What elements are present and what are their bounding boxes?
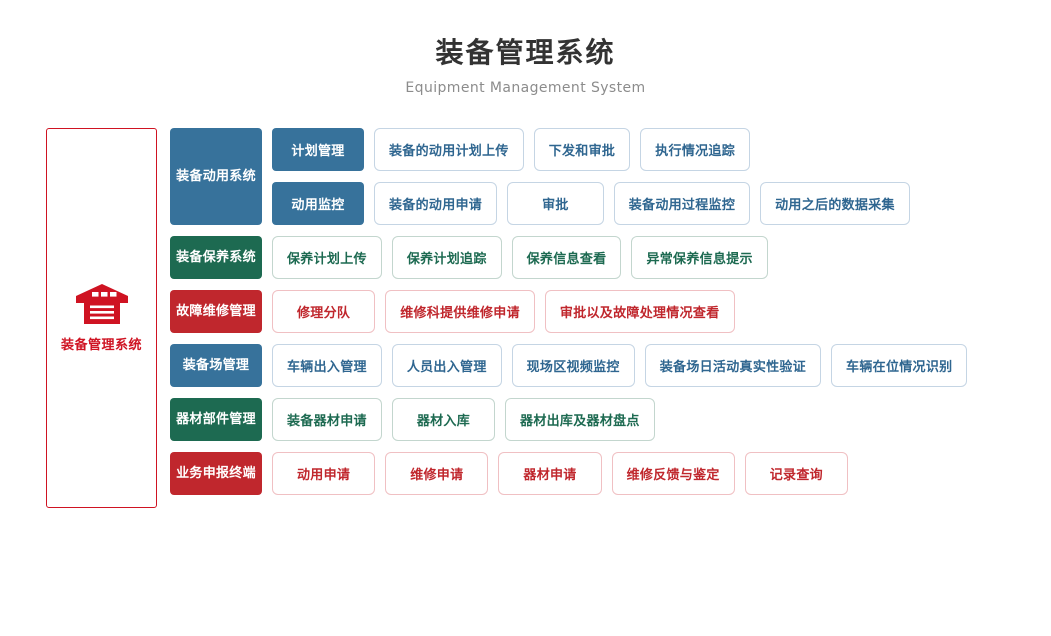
feature-card[interactable]: 器材入库: [391, 398, 496, 441]
card-group: 修理分队 维修科提供维修申请 审批以及故障处理情况查看: [262, 290, 735, 333]
subrow-group: 计划管理 装备的动用计划上传 下发和审批 执行情况追踪 动用监控 装备的动用申请…: [262, 128, 910, 225]
card-group: 装备的动用计划上传 下发和审批 执行情况追踪: [364, 128, 751, 171]
warehouse-icon: [75, 283, 129, 325]
row-service-terminal: 业务申报终端 动用申请 维修申请 器材申请 维修反馈与鉴定 记录查询: [170, 452, 1050, 495]
feature-card[interactable]: 审批以及故障处理情况查看: [544, 290, 735, 333]
feature-card[interactable]: 器材出库及器材盘点: [505, 398, 655, 441]
feature-card[interactable]: 车辆在位情况识别: [831, 344, 968, 387]
category-block[interactable]: 装备动用系统: [170, 128, 262, 225]
feature-card[interactable]: 维修申请: [385, 452, 489, 495]
category-block[interactable]: 装备保养系统: [170, 236, 262, 279]
feature-card[interactable]: 装备的动用计划上传: [374, 128, 524, 171]
feature-card[interactable]: 保养计划追踪: [391, 236, 502, 279]
feature-card[interactable]: 动用申请: [272, 452, 376, 495]
card-group: 装备器材申请 器材入库 器材出库及器材盘点: [262, 398, 655, 441]
subrow: 动用监控 装备的动用申请 审批 装备动用过程监控 动用之后的数据采集: [262, 182, 910, 225]
hero-panel: 装备管理系统: [46, 128, 157, 508]
feature-card[interactable]: 人员出入管理: [391, 344, 502, 387]
feature-card[interactable]: 保养计划上传: [272, 236, 382, 279]
category-block[interactable]: 装备场管理: [170, 344, 262, 387]
feature-card[interactable]: 记录查询: [744, 452, 848, 495]
row-parts-management: 器材部件管理 装备器材申请 器材入库 器材出库及器材盘点: [170, 398, 1050, 441]
feature-card[interactable]: 异常保养信息提示: [631, 236, 768, 279]
page-title: 装备管理系统: [435, 36, 616, 69]
category-block[interactable]: 业务申报终端: [170, 452, 262, 495]
subcategory-block[interactable]: 动用监控: [272, 182, 364, 225]
feature-card[interactable]: 车辆出入管理: [272, 344, 382, 387]
feature-card[interactable]: 修理分队: [272, 290, 376, 333]
subcategory-block[interactable]: 计划管理: [272, 128, 364, 171]
feature-card[interactable]: 装备场日活动真实性验证: [644, 344, 822, 387]
feature-card[interactable]: 执行情况追踪: [640, 128, 751, 171]
feature-card[interactable]: 审批: [507, 182, 604, 225]
card-group: 装备的动用申请 审批 装备动用过程监控 动用之后的数据采集: [364, 182, 910, 225]
feature-card[interactable]: 下发和审批: [533, 128, 631, 171]
feature-card[interactable]: 装备动用过程监控: [613, 182, 751, 225]
hero-label: 装备管理系统: [60, 338, 142, 353]
feature-card[interactable]: 装备的动用申请: [374, 182, 498, 225]
row-depot-management: 装备场管理 车辆出入管理 人员出入管理 现场区视频监控 装备场日活动真实性验证 …: [170, 344, 1050, 387]
feature-card[interactable]: 动用之后的数据采集: [760, 182, 910, 225]
row-fault-repair: 故障维修管理 修理分队 维修科提供维修申请 审批以及故障处理情况查看: [170, 290, 1050, 333]
subrow: 计划管理 装备的动用计划上传 下发和审批 执行情况追踪: [262, 128, 910, 171]
category-block[interactable]: 故障维修管理: [170, 290, 262, 333]
system-rows: 装备动用系统 计划管理 装备的动用计划上传 下发和审批 执行情况追踪 动用监控 …: [170, 128, 1050, 495]
card-group: 保养计划上传 保养计划追踪 保养信息查看 异常保养信息提示: [262, 236, 768, 279]
feature-card[interactable]: 维修反馈与鉴定: [611, 452, 735, 495]
card-group: 车辆出入管理 人员出入管理 现场区视频监控 装备场日活动真实性验证 车辆在位情况…: [262, 344, 968, 387]
category-block[interactable]: 器材部件管理: [170, 398, 262, 441]
card-group: 动用申请 维修申请 器材申请 维修反馈与鉴定 记录查询: [262, 452, 848, 495]
feature-card[interactable]: 现场区视频监控: [511, 344, 635, 387]
feature-card[interactable]: 保养信息查看: [511, 236, 622, 279]
feature-card[interactable]: 装备器材申请: [272, 398, 382, 441]
row-equipment-maintenance: 装备保养系统 保养计划上传 保养计划追踪 保养信息查看 异常保养信息提示: [170, 236, 1050, 279]
page-header: 装备管理系统 Equipment Management System: [0, 0, 1051, 97]
feature-card[interactable]: 器材申请: [498, 452, 602, 495]
row-equipment-dispatch: 装备动用系统 计划管理 装备的动用计划上传 下发和审批 执行情况追踪 动用监控 …: [170, 128, 1050, 225]
feature-card[interactable]: 维修科提供维修申请: [385, 290, 535, 333]
page-subtitle: Equipment Management System: [405, 80, 646, 96]
